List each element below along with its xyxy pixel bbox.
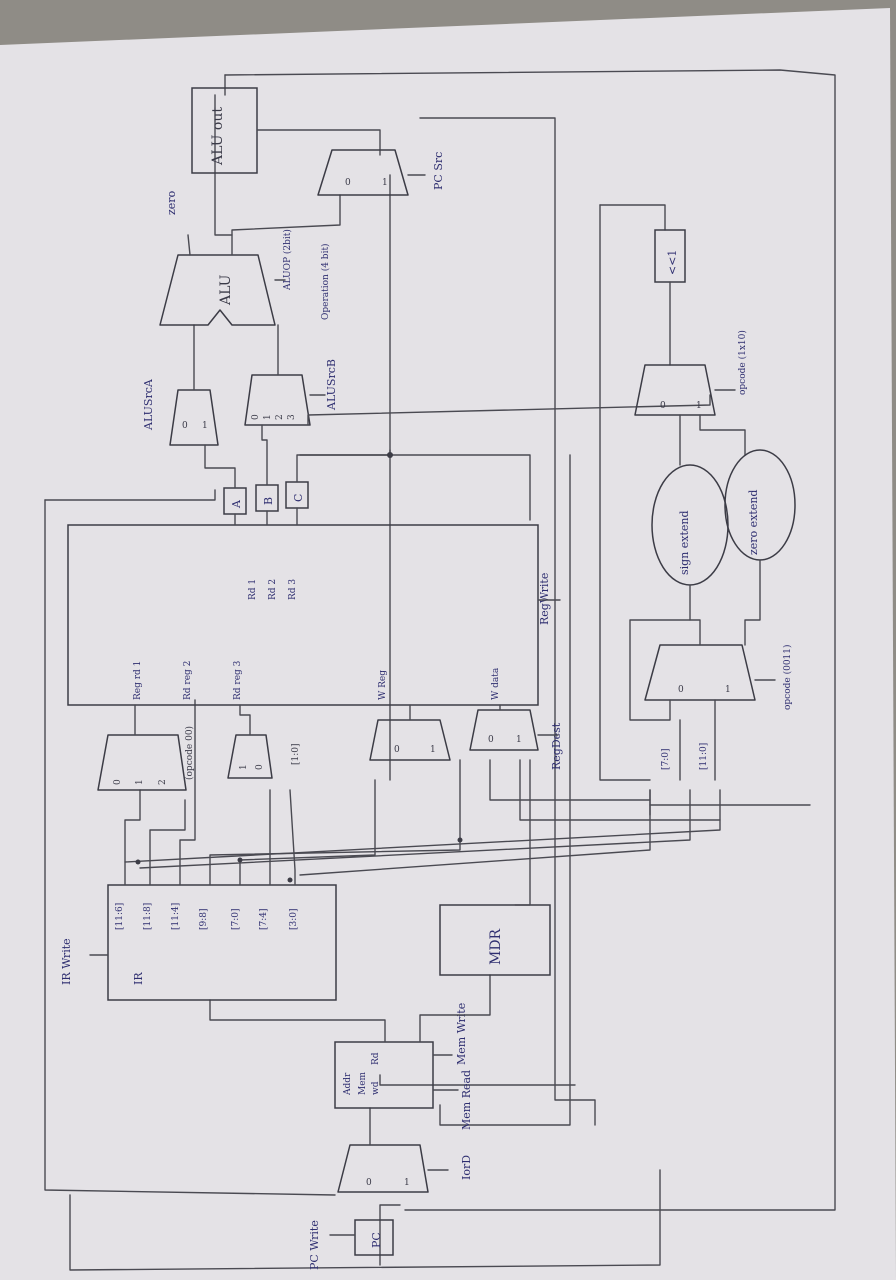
- svg-text:0: 0: [366, 1178, 372, 1188]
- svg-text:1: 1: [430, 745, 436, 755]
- svg-text:1: 1: [725, 685, 731, 695]
- svg-text:Rd 1: Rd 1: [248, 579, 258, 600]
- alusrcb-mux: [244, 374, 311, 426]
- svg-text:A: A: [230, 499, 243, 509]
- opcode-0011-mux: [644, 644, 756, 701]
- operation-signal: Operation (4 bit): [320, 243, 331, 320]
- svg-text:B: B: [262, 497, 275, 505]
- mdr-register: [439, 904, 551, 976]
- svg-text:[11:4]: [11:4]: [171, 903, 181, 930]
- svg-text:Rd 3: Rd 3: [288, 579, 298, 600]
- svg-text:0: 0: [345, 178, 351, 188]
- svg-text:zero extend: zero extend: [747, 490, 760, 555]
- pcsrc-signal: PC Src: [432, 152, 445, 190]
- alu-label: ALU: [218, 274, 234, 306]
- svg-text:Rd reg 3: Rd reg 3: [233, 660, 243, 700]
- svg-text:1: 1: [404, 1178, 410, 1188]
- svg-text:Addr: Addr: [343, 1072, 353, 1096]
- mdr-label: MDR: [488, 928, 504, 965]
- svg-text:2: 2: [158, 779, 168, 785]
- svg-text:[7:0]: [7:0]: [231, 908, 241, 930]
- svg-text:Mem: Mem: [358, 1071, 368, 1095]
- alu-out-label: ALU out: [210, 107, 226, 166]
- wreg-mux: [369, 719, 451, 761]
- svg-text:1: 1: [696, 401, 702, 411]
- svg-text:0: 0: [660, 401, 666, 411]
- svg-text:Rd reg 2: Rd reg 2: [183, 661, 193, 700]
- svg-text:0: 0: [251, 414, 261, 420]
- alu: [159, 254, 276, 326]
- alusrcb-signal: ALUSrcB: [325, 359, 338, 411]
- mem-write-signal: Mem Write: [455, 1003, 468, 1065]
- ir-write-signal: IR Write: [60, 938, 73, 985]
- svg-text:1: 1: [382, 178, 388, 188]
- memory-block: [334, 1041, 434, 1109]
- svg-text:1: 1: [202, 421, 208, 431]
- rdreg1-mux: [97, 734, 187, 791]
- paper-sheet: [0, 8, 896, 1280]
- svg-text:[9:8]: [9:8]: [199, 908, 209, 930]
- regwrite-signal: RegWrite: [538, 573, 551, 625]
- svg-text:1: 1: [239, 764, 249, 770]
- svg-text:Rd: Rd: [371, 1052, 381, 1065]
- aluop-signal: ALUOP (2bit): [282, 229, 293, 291]
- svg-text:[7:0]: [7:0]: [661, 748, 671, 770]
- wdata-mux: [469, 709, 539, 751]
- svg-text:2: 2: [275, 414, 285, 420]
- svg-text:<<1: <<1: [666, 250, 679, 275]
- pcsrc-mux: [317, 149, 409, 196]
- svg-text:[11:6]: [11:6]: [115, 903, 125, 930]
- svg-text:sign extend: sign extend: [678, 510, 691, 575]
- pc-write-signal: PC Write: [308, 1220, 321, 1270]
- opcode-1x10-mux: [634, 364, 716, 416]
- svg-text:1: 1: [263, 414, 273, 420]
- pc-register: [354, 1219, 394, 1256]
- zero-signal: zero: [165, 190, 178, 215]
- svg-text:[11:8]: [11:8]: [143, 903, 153, 930]
- pc-label: PC: [370, 1232, 383, 1248]
- datapath-diagram: PC PC Write 0 1 IorD Addr Mem wd Rd Mem …: [44, 69, 836, 1271]
- iord-mux: [337, 1144, 429, 1193]
- opcode-1x10-signal: opcode (1x10): [737, 330, 748, 395]
- iord-signal: IorD: [460, 1155, 473, 1180]
- svg-text:0: 0: [255, 764, 265, 770]
- svg-text:[11:0]: [11:0]: [699, 743, 709, 770]
- ir-label: IR: [132, 972, 145, 985]
- svg-text:[3:0]: [3:0]: [289, 908, 299, 930]
- svg-text:Reg rd 1: Reg rd 1: [133, 661, 143, 700]
- regdest-signal: RegDest: [550, 722, 563, 770]
- svg-text:W Reg: W Reg: [378, 670, 388, 700]
- svg-text:0: 0: [488, 735, 494, 745]
- register-file: [67, 524, 539, 706]
- svg-text:1: 1: [516, 735, 522, 745]
- svg-text:Rd 2: Rd 2: [268, 579, 278, 600]
- svg-text:W data: W data: [491, 667, 501, 700]
- mem-read-signal: Mem Read: [460, 1070, 473, 1130]
- svg-text:0: 0: [394, 745, 400, 755]
- instruction-register: [107, 884, 337, 1001]
- opcode-0011-signal: opcode (0011): [782, 644, 793, 710]
- svg-text:0: 0: [113, 779, 123, 785]
- rdreg3-mux: [227, 734, 273, 779]
- svg-text:C: C: [292, 494, 305, 502]
- svg-text:1: 1: [135, 779, 145, 785]
- svg-text:wd: wd: [371, 1081, 381, 1095]
- svg-text:0: 0: [182, 421, 188, 431]
- svg-text:[7:4]: [7:4]: [259, 908, 269, 930]
- svg-text:0: 0: [678, 685, 684, 695]
- svg-text:[1:0]: [1:0]: [291, 743, 301, 765]
- svg-text:3: 3: [287, 414, 297, 420]
- alusrca-signal: ALUSrcA: [142, 378, 155, 431]
- alusrca-mux: [169, 389, 219, 446]
- svg-text:(opcode 00): (opcode 00): [184, 726, 195, 780]
